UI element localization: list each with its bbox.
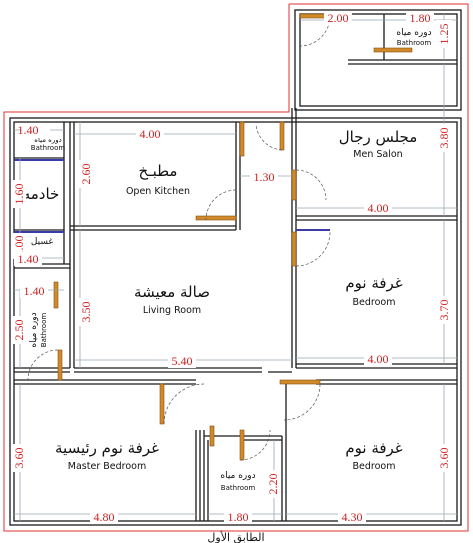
- dim-top-bath-w1: 2.00: [328, 11, 349, 25]
- door-bed-right: [291, 231, 297, 267]
- dim-bath-bottom-h: 2.20: [266, 474, 280, 495]
- dim-laundry-h: 1.00: [12, 236, 26, 257]
- dim-corridor: 1.30: [254, 170, 275, 184]
- door-kitchen-2: [195, 215, 237, 221]
- laundry-label: غسيل: [31, 237, 54, 247]
- bedroom-right-label-en: Bedroom: [353, 297, 396, 308]
- dim-living-w: 5.40: [172, 354, 193, 368]
- dim-left-bath-w: 1.40: [24, 284, 45, 298]
- dimension-labels: 2.00 1.80 1.25 3.80 4.00 1.30 4.00 2.60 …: [12, 11, 452, 524]
- door-master: [159, 383, 165, 425]
- dim-maid-bath-w: 1.40: [18, 123, 39, 137]
- men-salon-label-en: Men Salon: [353, 149, 402, 160]
- dim-kitchen-w: 4.00: [140, 127, 161, 141]
- bedroom-bottom-label-en: Bedroom: [353, 461, 396, 472]
- maid-bath-label-en: Bathroom: [31, 144, 66, 152]
- dim-kitchen-h: 2.60: [79, 164, 93, 185]
- bottom-bath-label-ar: دوره مياه: [220, 471, 255, 481]
- door-bed-bottom: [279, 379, 321, 385]
- door-salon-1: [279, 121, 285, 151]
- bottom-bath-label-en: Bathroom: [221, 484, 256, 492]
- master-bedroom-label-en: Master Bedroom: [68, 461, 146, 472]
- dim-living-h: 3.50: [79, 302, 93, 323]
- door-top-bath-2: [373, 47, 413, 53]
- left-bath-label-ar: دوره مياه: [29, 312, 39, 347]
- left-bath-label-en: Bathroom: [40, 313, 48, 348]
- dim-bed-bottom-w: 4.30: [342, 510, 363, 524]
- dim-top-bath-h: 1.25: [437, 24, 451, 45]
- plot-border: [3, 3, 469, 532]
- dim-top-bath-w2: 1.80: [410, 11, 431, 25]
- door-bath-bottom: [209, 425, 215, 447]
- living-label-en: Living Room: [143, 305, 201, 316]
- dim-salon-h: 3.80: [437, 128, 451, 149]
- windows: [14, 159, 330, 233]
- room-labels: مجلس رجال Men Salon مطبـخ Open Kitchen ص…: [23, 28, 432, 492]
- dim-bath-bottom-w: 1.80: [228, 510, 249, 524]
- kitchen-label-en: Open Kitchen: [126, 186, 190, 197]
- top-bath-label-en: Bathroom: [397, 39, 432, 47]
- maid-bath-label-ar: دوره مياه: [34, 136, 61, 144]
- dim-salon-w: 4.00: [368, 201, 389, 215]
- doors: [27, 13, 413, 461]
- dim-bed-right-h: 3.70: [437, 300, 451, 321]
- living-label-ar: صالة معيشة: [134, 283, 210, 301]
- dim-maid-h: 1.60: [12, 184, 26, 205]
- door-bottom-bath-2: [239, 429, 245, 461]
- dim-master-h: 3.60: [12, 448, 26, 469]
- dim-bed-right-w: 4.00: [368, 352, 389, 366]
- kitchen-label-ar: مطبـخ: [139, 162, 178, 180]
- top-bath-label-ar: دوره مياه: [396, 28, 431, 38]
- maid-room-label: خادمه: [23, 185, 60, 203]
- dim-left-bath-h: 2.50: [12, 320, 26, 341]
- men-salon-label-ar: مجلس رجال: [339, 128, 418, 146]
- door-salon-2: [291, 169, 297, 201]
- door-maid: [53, 281, 59, 309]
- door-kitchen: [239, 121, 245, 157]
- dim-laundry-w: 1.40: [18, 252, 39, 266]
- bedroom-right-label-ar: غرفة نوم: [345, 274, 402, 292]
- bedroom-bottom-label-ar: غرفة نوم: [345, 439, 402, 457]
- master-bedroom-label-ar: غرفة نوم رئيسية: [55, 439, 159, 457]
- door-left-bath: [57, 349, 63, 381]
- plan-title: الطابق الأول: [207, 530, 264, 543]
- dim-bed-bottom-h: 3.60: [437, 448, 451, 469]
- dim-master-w: 4.80: [94, 510, 115, 524]
